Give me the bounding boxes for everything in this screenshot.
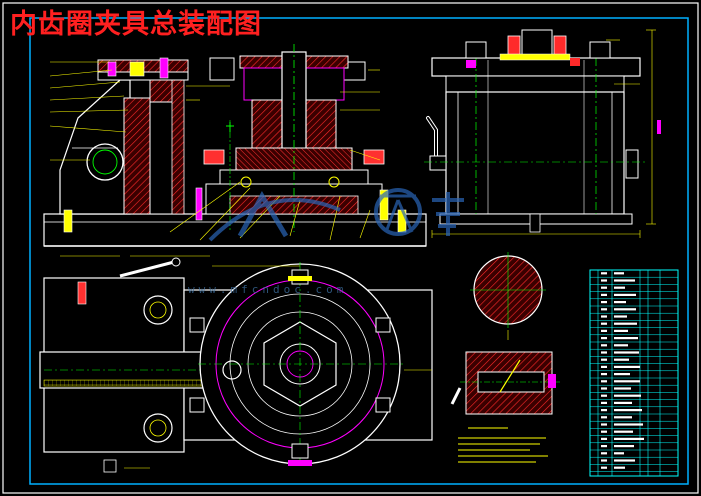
table-cell-text xyxy=(614,437,644,440)
side-view xyxy=(424,29,661,238)
table-cell-text xyxy=(614,351,639,354)
table-cell-text xyxy=(614,358,629,361)
table-cell-number xyxy=(601,430,607,433)
table-cell-text xyxy=(614,322,637,325)
table-cell-text xyxy=(614,373,630,376)
section-detail-pin xyxy=(450,351,560,415)
table-cell-text xyxy=(614,365,640,368)
table-cell-number xyxy=(601,452,607,455)
table-cell-number xyxy=(601,401,607,404)
table-cell-number xyxy=(601,466,607,469)
parts-list-table xyxy=(589,269,679,477)
table-cell-text xyxy=(614,445,634,448)
table-cell-number xyxy=(601,286,607,289)
table-cell-text xyxy=(614,315,627,318)
drawing-title: 内齿圈夹具总装配图 xyxy=(10,9,262,40)
table-cell-number xyxy=(601,301,607,304)
table-cell-text xyxy=(614,452,624,455)
table-cell-number xyxy=(601,351,607,354)
table-cell-number xyxy=(601,272,607,275)
table-cell-number xyxy=(601,373,607,376)
table-cell-text xyxy=(614,416,632,419)
section-detail-circle xyxy=(470,252,546,340)
table-cell-text xyxy=(614,459,635,462)
table-cell-number xyxy=(601,409,607,412)
table-cell-number xyxy=(601,459,607,462)
table-cell-text xyxy=(614,308,636,311)
table-cell-number xyxy=(601,423,607,426)
table-cell-number xyxy=(601,279,607,282)
table-cell-number xyxy=(601,315,607,318)
table-cell-number xyxy=(601,394,607,397)
table-cell-text xyxy=(614,380,640,383)
table-cell-number xyxy=(601,344,607,347)
table-cell-text xyxy=(614,293,636,296)
table-cell-text xyxy=(614,286,625,289)
table-cell-number xyxy=(601,293,607,296)
table-cell-number xyxy=(601,365,607,368)
table-cell-text xyxy=(614,337,638,340)
table-cell-text xyxy=(614,401,632,404)
table-cell-text xyxy=(614,409,642,412)
table-cell-number xyxy=(601,380,607,383)
table-cell-number xyxy=(601,445,607,448)
table-cell-number xyxy=(601,322,607,325)
table-cell-number xyxy=(601,437,607,440)
technical-notes xyxy=(458,427,548,463)
table-cell-text xyxy=(614,387,631,390)
watermark-url: www.mfcndoc.com xyxy=(188,283,348,296)
table-cell-text xyxy=(614,394,641,397)
watermark-logo xyxy=(208,188,464,242)
table-cell-number xyxy=(601,387,607,390)
table-cell-number xyxy=(601,329,607,332)
table-cell-text xyxy=(614,423,643,426)
table-cell-number xyxy=(601,308,607,311)
drawing-inner-frame xyxy=(29,17,689,485)
table-cell-text xyxy=(614,466,625,469)
table-cell-text xyxy=(614,430,633,433)
table-cell-text xyxy=(614,344,628,347)
table-cell-number xyxy=(601,358,607,361)
table-cell-text xyxy=(614,279,635,282)
table-cell-number xyxy=(601,416,607,419)
plan-view xyxy=(39,255,433,473)
table-cell-text xyxy=(614,272,624,275)
table-cell-text xyxy=(614,329,628,332)
table-cell-text xyxy=(614,301,626,304)
table-cell-number xyxy=(601,337,607,340)
front-section-view xyxy=(43,44,427,247)
